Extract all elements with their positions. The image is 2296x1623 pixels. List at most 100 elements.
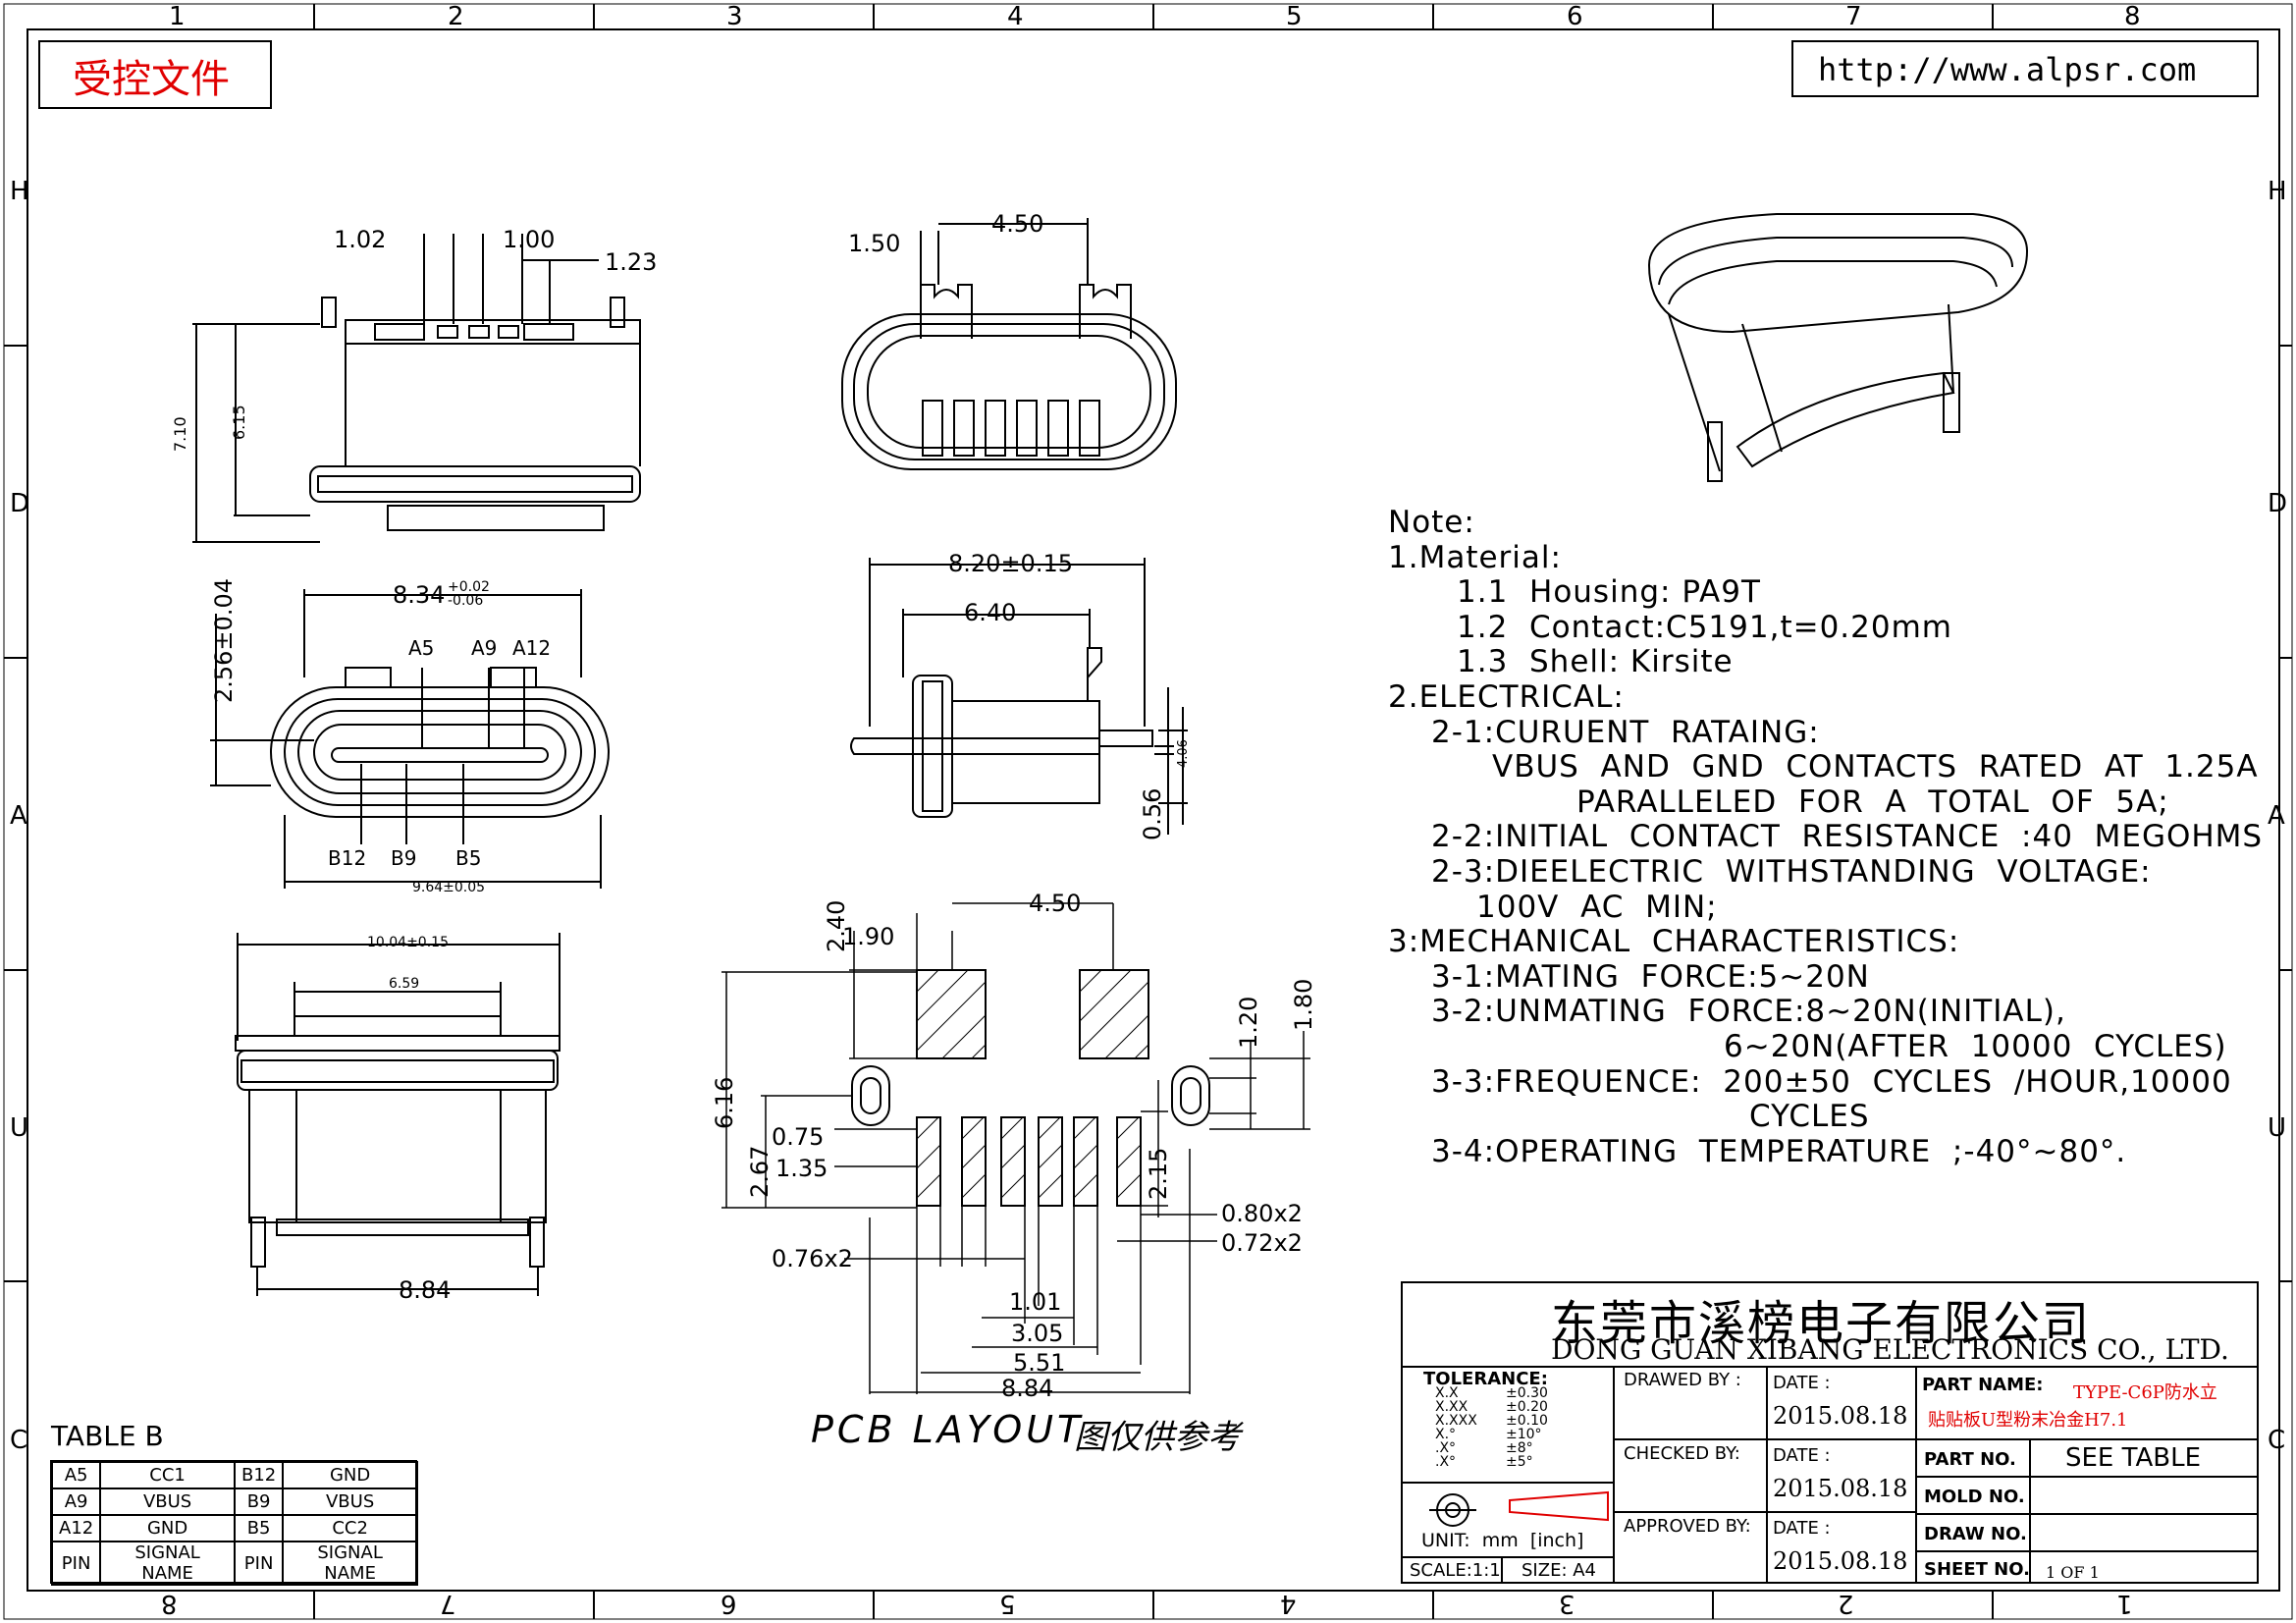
- note-line: 3-4:OPERATING TEMPERATURE ;-40°~80°.: [1431, 1133, 2127, 1169]
- size-label: SIZE: A4: [1522, 1560, 1596, 1581]
- grid-col-b2: 2: [1838, 1589, 1854, 1618]
- table-cell: SIGNAL NAME: [99, 1541, 236, 1586]
- note-line: 1.1 Housing: PA9T: [1457, 574, 1761, 611]
- checked-by-label: CHECKED BY:: [1624, 1443, 1740, 1464]
- tolerance-format: X.X: [1435, 1385, 1459, 1401]
- pcb-dim-0-80x2: 0.80x2: [1221, 1200, 1303, 1227]
- pcb-dimension-lines: [721, 902, 1310, 1394]
- tolerance-row: .X°±8°: [1435, 1441, 1548, 1455]
- date-value-2: 2015.08.18: [1773, 1475, 1908, 1502]
- grid-col-4: 4: [1007, 2, 1024, 31]
- dim-7-10: 7.10: [171, 416, 189, 452]
- dim-6-59: 6.59: [389, 976, 420, 992]
- note-line: 1.2 Contact:C5191,t=0.20mm: [1457, 609, 1953, 645]
- tolerance-label: TOLERANCE:: [1423, 1369, 1548, 1389]
- tolerance-value: ±5°: [1506, 1454, 1533, 1470]
- tolerance-format: X.XXX: [1435, 1413, 1477, 1429]
- note-line: 6~20N(AFTER 10000 CYCLES): [1724, 1028, 2227, 1064]
- table-cell: PIN: [50, 1541, 102, 1586]
- tolerance-row: .X°±5°: [1435, 1455, 1548, 1469]
- note-line: 3-1:MATING FORCE:5~20N: [1431, 958, 1870, 995]
- note-line: 2-3:DIEELECTRIC WITHSTANDING VOLTAGE:: [1431, 853, 2152, 890]
- company-name-en: DONG GUAN XIBANG ELECTRONICS CO., LTD.: [1551, 1333, 2229, 1366]
- pin-label-b12: B12: [328, 846, 367, 870]
- note-line: PARALLELED FOR A TOTAL OF 5A;: [1576, 784, 2169, 820]
- note-line: 3-2:UNMATING FORCE:8~20N(INITIAL),: [1431, 994, 2066, 1030]
- table-b-title: TABLE B: [51, 1420, 164, 1452]
- date-label-3: DATE :: [1773, 1518, 1831, 1539]
- grid-col-b6: 6: [721, 1589, 737, 1618]
- table-cell: B9: [233, 1488, 285, 1516]
- pcb-dim-1-20: 1.20: [1235, 996, 1262, 1049]
- website-url: http://www.alpsr.com: [1818, 51, 2197, 88]
- bottom-view: [235, 933, 561, 1296]
- table-cell: A12: [50, 1514, 102, 1542]
- sheet-no-value: 1 OF 1: [2046, 1563, 2100, 1582]
- top-view: [192, 234, 641, 543]
- pcb-dim-1-35: 1.35: [775, 1155, 828, 1182]
- zone-ticks: [4, 4, 2292, 1619]
- grid-row-a-left: A: [10, 801, 27, 831]
- table-cell: CC2: [282, 1514, 418, 1542]
- date-label-2: DATE :: [1773, 1445, 1831, 1466]
- grid-col-b3: 3: [1559, 1589, 1575, 1618]
- table-cell: PIN: [233, 1541, 285, 1586]
- grid-col-5: 5: [1286, 2, 1303, 31]
- dim-10-04: 10.04±0.15: [367, 935, 449, 950]
- dim-4-50-top: 4.50: [991, 210, 1044, 238]
- dim-2-56: 2.56±0.04: [210, 578, 238, 703]
- table-cell: GND: [99, 1514, 236, 1542]
- note-line: CYCLES: [1749, 1099, 1870, 1135]
- note-line: 1.Material:: [1388, 539, 1562, 575]
- note-line: 1.3 Shell: Kirsite: [1457, 644, 1734, 680]
- dim-4-06: 4.06: [1176, 739, 1191, 768]
- date-value-3: 2015.08.18: [1773, 1547, 1908, 1575]
- pcb-dim-1-90: 1.90: [842, 923, 895, 950]
- tolerance-value: ±8°: [1506, 1440, 1533, 1456]
- company-name-cn: 东莞市溪榜电子有限公司: [1551, 1296, 2092, 1351]
- note-line: VBUS AND GND CONTACTS RATED AT 1.25A: [1492, 749, 2259, 785]
- pcb-dim-5-51: 5.51: [1013, 1349, 1066, 1377]
- grid-row-u-left: U: [10, 1113, 29, 1143]
- grid-col-7: 7: [1845, 2, 1862, 31]
- grid-col-6: 6: [1567, 2, 1583, 31]
- pcb-dim-0-76x2: 0.76x2: [772, 1245, 853, 1272]
- pin-label-b9: B9: [391, 846, 417, 870]
- table-cell: A9: [50, 1488, 102, 1516]
- grid-row-h-right: H: [2268, 177, 2287, 206]
- tolerance-value: ±0.10: [1506, 1413, 1548, 1429]
- pin-label-a9: A9: [471, 636, 498, 660]
- note-line: 3-3:FREQUENCE: 200±50 CYCLES /HOUR,10000: [1431, 1063, 2232, 1100]
- pcb-layout: [851, 969, 1210, 1207]
- pcb-dim-6-16: 6.16: [711, 1076, 738, 1129]
- table-cell: B12: [233, 1461, 285, 1489]
- table-cell: SIGNAL NAME: [282, 1541, 418, 1586]
- grid-col-1: 1: [169, 2, 186, 31]
- table-cell: CC1: [99, 1461, 236, 1489]
- part-name-line-1: TYPE-C6P防水立: [2073, 1382, 2217, 1403]
- face-view: [210, 589, 610, 889]
- pcb-dim-0-72x2: 0.72x2: [1221, 1229, 1303, 1257]
- date-value-1: 2015.08.18: [1773, 1402, 1908, 1430]
- dim-1-02: 1.02: [334, 226, 387, 253]
- dim-8-34-upper-tol: +0.02: [448, 579, 490, 595]
- approved-by-label: APPROVED BY:: [1624, 1516, 1751, 1537]
- pcb-dim-3-05: 3.05: [1011, 1320, 1064, 1347]
- note-line: 3:MECHANICAL CHARACTERISTICS:: [1388, 924, 1960, 960]
- iso-view: [1647, 213, 2029, 482]
- grid-row-d-left: D: [10, 489, 30, 518]
- grid-row-d-right: D: [2268, 489, 2288, 518]
- grid-row-a-right: A: [2268, 801, 2285, 831]
- pcb-dim-4-50: 4.50: [1029, 890, 1082, 917]
- note-line: Note:: [1388, 505, 1475, 540]
- dim-0-56: 0.56: [1139, 787, 1166, 840]
- dim-8-84-bottom: 8.84: [399, 1276, 452, 1304]
- tolerance-row: X.XXX ±0.10: [1435, 1414, 1548, 1428]
- pcb-dim-1-01: 1.01: [1009, 1288, 1062, 1316]
- table-cell: VBUS: [282, 1488, 418, 1516]
